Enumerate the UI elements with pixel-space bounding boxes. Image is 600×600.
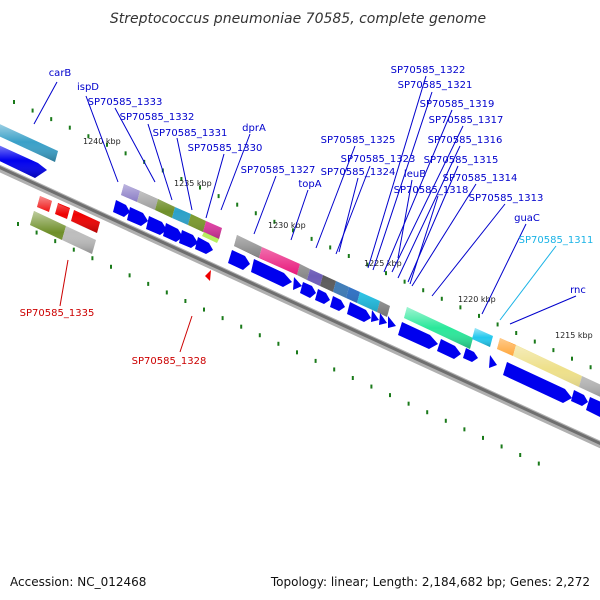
label-SP70585_1328[interactable]: SP70585_1328: [132, 356, 207, 367]
label-guaC[interactable]: guaC: [514, 213, 540, 224]
gene-arrow[interactable]: [347, 302, 371, 322]
gene-arrow[interactable]: [228, 250, 250, 270]
feature-track-right: [398, 307, 600, 420]
kbp-tick-1230: 1230 kbp: [268, 221, 306, 230]
gene-arrow[interactable]: [371, 310, 379, 322]
gene-labels: carB ispD SP70585_1333 SP70585_1332 SP70…: [20, 65, 594, 367]
gene-arrow[interactable]: [251, 259, 292, 287]
label-SP70585_1323[interactable]: SP70585_1323: [341, 154, 416, 165]
gene-arrow[interactable]: [379, 313, 387, 325]
kbp-tick-1215: 1215 kbp: [555, 331, 593, 340]
label-SP70585_1317[interactable]: SP70585_1317: [429, 115, 504, 126]
gene-arrow[interactable]: [330, 296, 345, 311]
gene-arrow[interactable]: [437, 339, 461, 359]
gene-arrow[interactable]: [146, 216, 167, 235]
scale-dot-rows: [13, 100, 592, 466]
label-SP70585_1313[interactable]: SP70585_1313: [469, 193, 544, 204]
label-leader-lines: [33, 75, 577, 353]
kbp-scale: 1240 kbp 1235 kbp 1230 kbp 1225 kbp 1220…: [83, 137, 593, 340]
gene-arrow[interactable]: [179, 230, 198, 248]
label-SP70585_1330[interactable]: SP70585_1330: [188, 143, 263, 154]
feature-track-lower-left: [30, 196, 100, 254]
gene-arrow[interactable]: [463, 348, 478, 362]
label-rnc[interactable]: rnc: [570, 285, 586, 296]
gene-SP70585_1328-marker[interactable]: [205, 270, 211, 281]
label-SP70585_1325[interactable]: SP70585_1325: [321, 135, 396, 146]
gene-arrow[interactable]: [315, 289, 330, 304]
label-SP70585_1321[interactable]: SP70585_1321: [398, 80, 473, 91]
gene-arrow[interactable]: [503, 362, 572, 403]
label-SP70585_1316[interactable]: SP70585_1316: [428, 135, 503, 146]
kbp-tick-1220: 1220 kbp: [458, 295, 496, 304]
gene-arrow[interactable]: [398, 322, 438, 349]
label-SP70585_1315[interactable]: SP70585_1315: [424, 155, 499, 166]
label-leuB[interactable]: leuB: [404, 169, 426, 180]
label-SP70585_1327[interactable]: SP70585_1327: [241, 165, 316, 176]
label-SP70585_1319[interactable]: SP70585_1319: [420, 99, 495, 110]
gene-arrow[interactable]: [586, 397, 600, 420]
gene-arrow[interactable]: [195, 237, 213, 254]
genome-backbone: [0, 164, 600, 449]
label-carB[interactable]: carB: [49, 68, 72, 79]
genome-summary-text: Topology: linear; Length: 2,184,682 bp; …: [270, 575, 590, 589]
label-topA[interactable]: topA: [298, 179, 321, 190]
gene-arrow[interactable]: [293, 277, 302, 290]
gene-arrow[interactable]: [113, 200, 130, 217]
label-SP70585_1333[interactable]: SP70585_1333: [88, 97, 163, 108]
label-dprA[interactable]: dprA: [242, 123, 266, 134]
label-SP70585_1335[interactable]: SP70585_1335: [20, 308, 95, 319]
gene-arrow[interactable]: [127, 207, 148, 226]
gene-arrow[interactable]: [388, 316, 396, 328]
feature-track-upper-left: [0, 124, 222, 254]
gene-arrow[interactable]: [300, 282, 316, 298]
feature-track-middle: [228, 235, 396, 328]
map-title: Streptococcus pneumoniae 70585, complete…: [110, 11, 486, 27]
label-ispD[interactable]: ispD: [77, 82, 99, 93]
gene-arrow[interactable]: [489, 355, 497, 368]
gene-arrow[interactable]: [163, 223, 183, 242]
kbp-tick-1225: 1225 kbp: [364, 259, 402, 268]
gene-arrow[interactable]: [571, 390, 588, 406]
label-SP70585_1311[interactable]: SP70585_1311: [519, 235, 594, 246]
label-SP70585_1314[interactable]: SP70585_1314: [443, 173, 518, 184]
label-SP70585_1331[interactable]: SP70585_1331: [153, 128, 228, 139]
label-SP70585_1318[interactable]: SP70585_1318: [394, 185, 469, 196]
kbp-tick-1240: 1240 kbp: [83, 137, 121, 146]
accession-text: Accession: NC_012468: [10, 575, 146, 589]
kbp-tick-1235: 1235 kbp: [174, 179, 212, 188]
gene-bar[interactable]: [202, 232, 219, 243]
label-SP70585_1322[interactable]: SP70585_1322: [391, 65, 466, 76]
label-SP70585_1332[interactable]: SP70585_1332: [120, 112, 195, 123]
label-SP70585_1324[interactable]: SP70585_1324: [321, 167, 396, 178]
